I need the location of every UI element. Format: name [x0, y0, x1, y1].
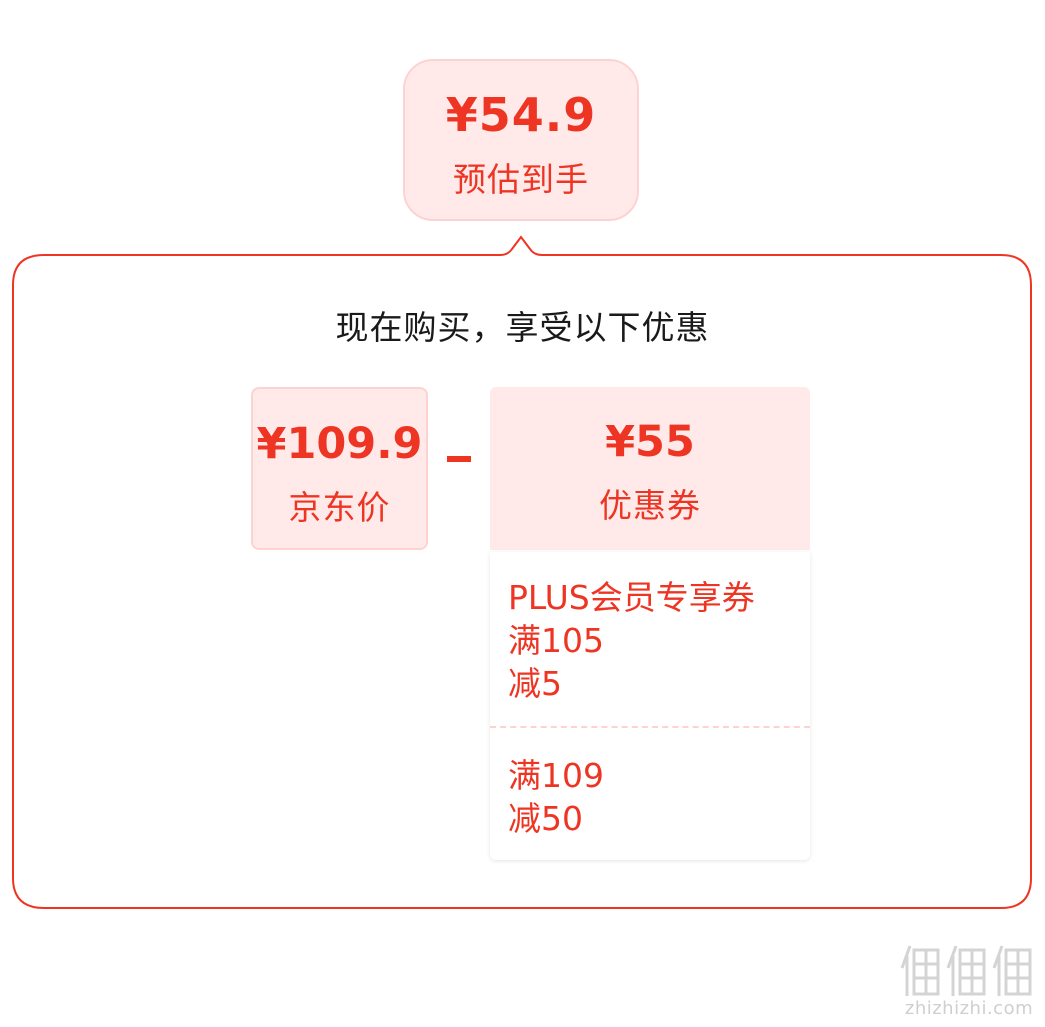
- watermark-logo-icon: [900, 945, 1032, 996]
- estimated-price-label: 预估到手: [453, 160, 589, 199]
- jd-price-card: ¥109.9 京东价: [251, 387, 428, 550]
- watermark-text: zhizhizhi.com: [904, 998, 1034, 1019]
- coupon-item-discount: 减50: [508, 799, 583, 838]
- coupon-card[interactable]: ¥55 优惠券: [490, 387, 810, 550]
- jd-price: ¥109.9: [256, 419, 423, 469]
- jd-price-label: 京东价: [288, 488, 391, 527]
- coupon-item-threshold: 满105: [508, 621, 604, 660]
- coupon-item[interactable]: PLUS会员专享券 满105 减5: [508, 576, 800, 705]
- coupon-label: 优惠券: [599, 486, 701, 525]
- coupon-price: ¥55: [605, 417, 695, 467]
- coupon-item-threshold: 满109: [508, 756, 604, 795]
- promo-headline: 现在购买，享受以下优惠: [335, 308, 710, 347]
- estimated-price: ¥54.9: [445, 88, 597, 142]
- coupon-item-discount: 减5: [508, 664, 562, 703]
- coupon-divider: [490, 726, 810, 728]
- coupon-item[interactable]: 满109 减50: [508, 754, 800, 840]
- coupon-item-title: PLUS会员专享券: [508, 578, 755, 617]
- coupon-list: PLUS会员专享券 满105 减5 满109 减50: [490, 552, 810, 860]
- minus-operator-icon: [447, 456, 471, 462]
- estimated-price-badge: ¥54.9 预估到手: [403, 59, 639, 221]
